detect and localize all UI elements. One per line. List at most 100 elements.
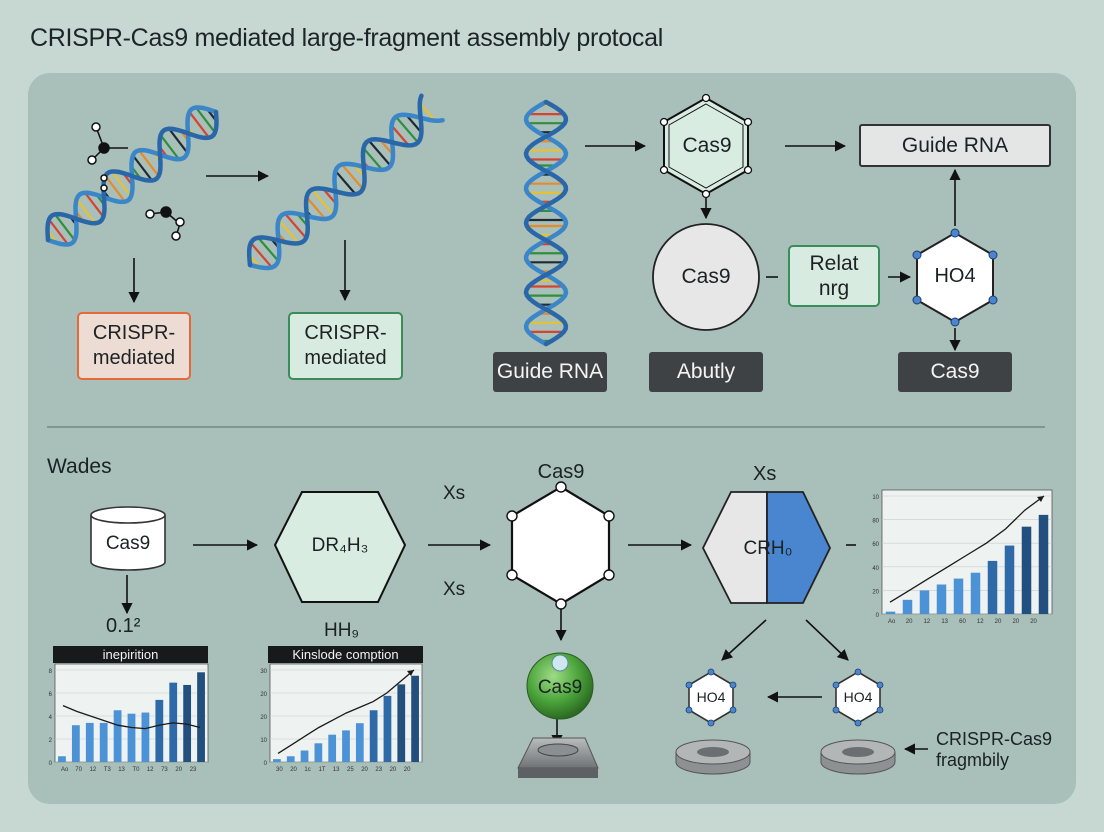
y-tick-label: 20 — [260, 715, 267, 721]
trend-arrowhead — [407, 670, 414, 676]
trend-line — [277, 669, 415, 754]
bar — [286, 756, 295, 762]
bar — [397, 684, 406, 762]
circle-cas9-label: Cas9 — [681, 265, 731, 288]
bar — [411, 675, 419, 762]
base-pair — [188, 111, 210, 139]
hexagon-dr4h3 — [273, 491, 407, 603]
y-tick-label: 60 — [872, 542, 879, 548]
bar — [155, 699, 164, 762]
bar — [342, 730, 350, 762]
bar — [355, 723, 364, 762]
guide-rna-label: Guide RNA — [493, 352, 607, 392]
base-pair — [48, 218, 69, 246]
x-tick-label: 13 — [118, 767, 125, 773]
relat-box: Relat nrg — [788, 245, 880, 307]
x-tick-label: T3 — [104, 767, 112, 773]
x-tick-label: 13 — [941, 619, 948, 625]
x-tick-label: 30 — [276, 767, 283, 773]
bar — [369, 710, 378, 762]
x-tick-label: 25 — [347, 767, 354, 773]
y-tick-label: 0 — [876, 613, 880, 619]
hexagon-green-label: DR₄H₃ — [311, 535, 369, 556]
hexagon-cas9-top — [659, 93, 753, 199]
x-tick-label: 60 — [959, 619, 966, 625]
half-hexagon-crh — [701, 491, 832, 604]
base-pair — [419, 102, 436, 122]
y-tick-label: 40 — [872, 566, 879, 572]
hexagon-dna-frame — [506, 481, 615, 610]
dna-helix-diagonal-2 — [246, 93, 445, 271]
x-tick-label: 73 — [161, 767, 168, 773]
y-tick-label: 10 — [260, 738, 267, 744]
x-tick-label: 23 — [190, 767, 197, 773]
x-tick-label: 12 — [90, 767, 97, 773]
bottom-arrows — [121, 539, 928, 755]
cas9-dark-label: Cas9 — [898, 352, 1012, 392]
chart2-title: Kinslode comption — [268, 646, 423, 663]
x-tick-label: 1c — [304, 767, 310, 773]
x-tick-label: 70 — [75, 767, 82, 773]
y-tick-label: 4 — [49, 715, 53, 721]
small-hex-label-left: HO4 — [696, 689, 726, 705]
base-pair — [75, 198, 96, 224]
x-tick-label: T0 — [133, 767, 141, 773]
bar — [314, 743, 323, 762]
x-tick-label: 13 — [333, 767, 340, 773]
y-tick-label: 6 — [49, 692, 53, 698]
hexagon-cas9-label: Cas9 — [682, 134, 732, 157]
molecule-nodes — [87, 122, 185, 241]
cas9-circle — [652, 223, 760, 331]
ring-left — [675, 739, 751, 775]
y-tick-label: 80 — [872, 519, 879, 525]
x-tick-label: Ao — [61, 767, 69, 773]
bar — [85, 722, 94, 762]
base-pair — [277, 219, 300, 245]
hexagon-ho4-top — [912, 228, 998, 327]
base-pair — [334, 170, 357, 195]
dna-helix-vertical — [523, 99, 569, 347]
bar — [919, 590, 930, 614]
base-pair — [249, 242, 273, 269]
y-tick-label: 20 — [872, 589, 879, 595]
base-pair — [305, 196, 327, 220]
dna-strand — [523, 99, 569, 347]
green-sphere-label: Cas9 — [537, 677, 583, 698]
bar — [1038, 514, 1049, 614]
y-tick-label: 0 — [49, 761, 53, 767]
xs-label-2: Xs — [443, 579, 466, 600]
base-pair — [395, 116, 419, 144]
x-tick-label: 20 — [175, 767, 182, 773]
x-tick-label: 20 — [290, 767, 297, 773]
x-tick-label: 20 — [1012, 619, 1019, 625]
base-pair — [132, 154, 153, 182]
x-tick-label: Ao — [888, 619, 896, 625]
base-pair — [405, 114, 423, 134]
trend-arrowhead — [1037, 496, 1044, 502]
bar — [141, 712, 150, 762]
bar — [71, 725, 80, 762]
y-tick-label: 30 — [260, 669, 267, 675]
bar — [99, 722, 108, 762]
green-sphere-cas9 — [526, 652, 594, 720]
bar — [300, 750, 309, 762]
bar — [328, 734, 337, 762]
base-pair — [257, 236, 280, 262]
bar — [183, 684, 192, 762]
y-tick-label: 0 — [264, 761, 268, 767]
small-hex-label-right: HO4 — [843, 689, 873, 705]
crispr-cas9-label: CRISPR-Cas9 fragmbily — [936, 729, 1053, 770]
half-hexagon-label: CRH₀ — [743, 538, 793, 559]
base-pair — [84, 192, 105, 218]
x-tick-label: 12 — [924, 619, 931, 625]
base-pair — [390, 124, 410, 147]
xs-label-3: Xs — [753, 463, 777, 485]
x-tick-label: 1T — [319, 767, 326, 773]
bar — [936, 584, 947, 614]
base-pair — [104, 175, 126, 203]
chart1-title: inepirition — [53, 646, 208, 663]
cas9-top-label: Cas9 — [537, 461, 585, 483]
xs-label-1: Xs — [443, 483, 466, 504]
x-tick-label: 20 — [390, 767, 397, 773]
